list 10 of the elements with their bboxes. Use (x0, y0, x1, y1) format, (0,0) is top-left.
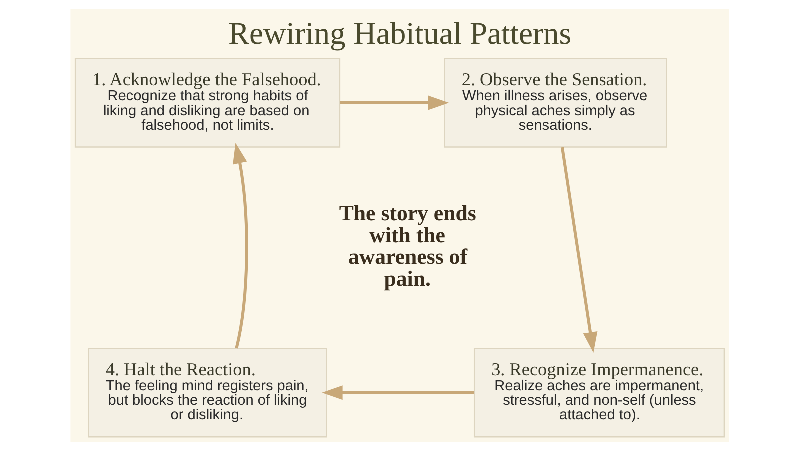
arrow (340, 95, 450, 110)
arrow (322, 385, 474, 400)
node-box: 1. Acknowledge the Falsehood. Recognize that strong habits of liking and disliking are based on falsehood, not limits. (74, 58, 341, 148)
node-box: 3. Recognize Impermanence. Realize aches are impermanent, stressful, and non-self (unless attached to). (474, 348, 726, 438)
node-box: 4. Halt the Reaction. The feeling mind registers pain, but blocks the reaction of liking or disliking. (88, 348, 328, 438)
diagram-title: Rewiring Habitual Patterns (228, 15, 572, 50)
arrow (233, 142, 248, 348)
node-box: 2. Observe the Sensation. When illness arises, observe physical aches simply as sensations. (444, 58, 668, 148)
node-text: The story ends with the awareness of pain. (339, 201, 476, 291)
arrow (560, 146, 598, 352)
